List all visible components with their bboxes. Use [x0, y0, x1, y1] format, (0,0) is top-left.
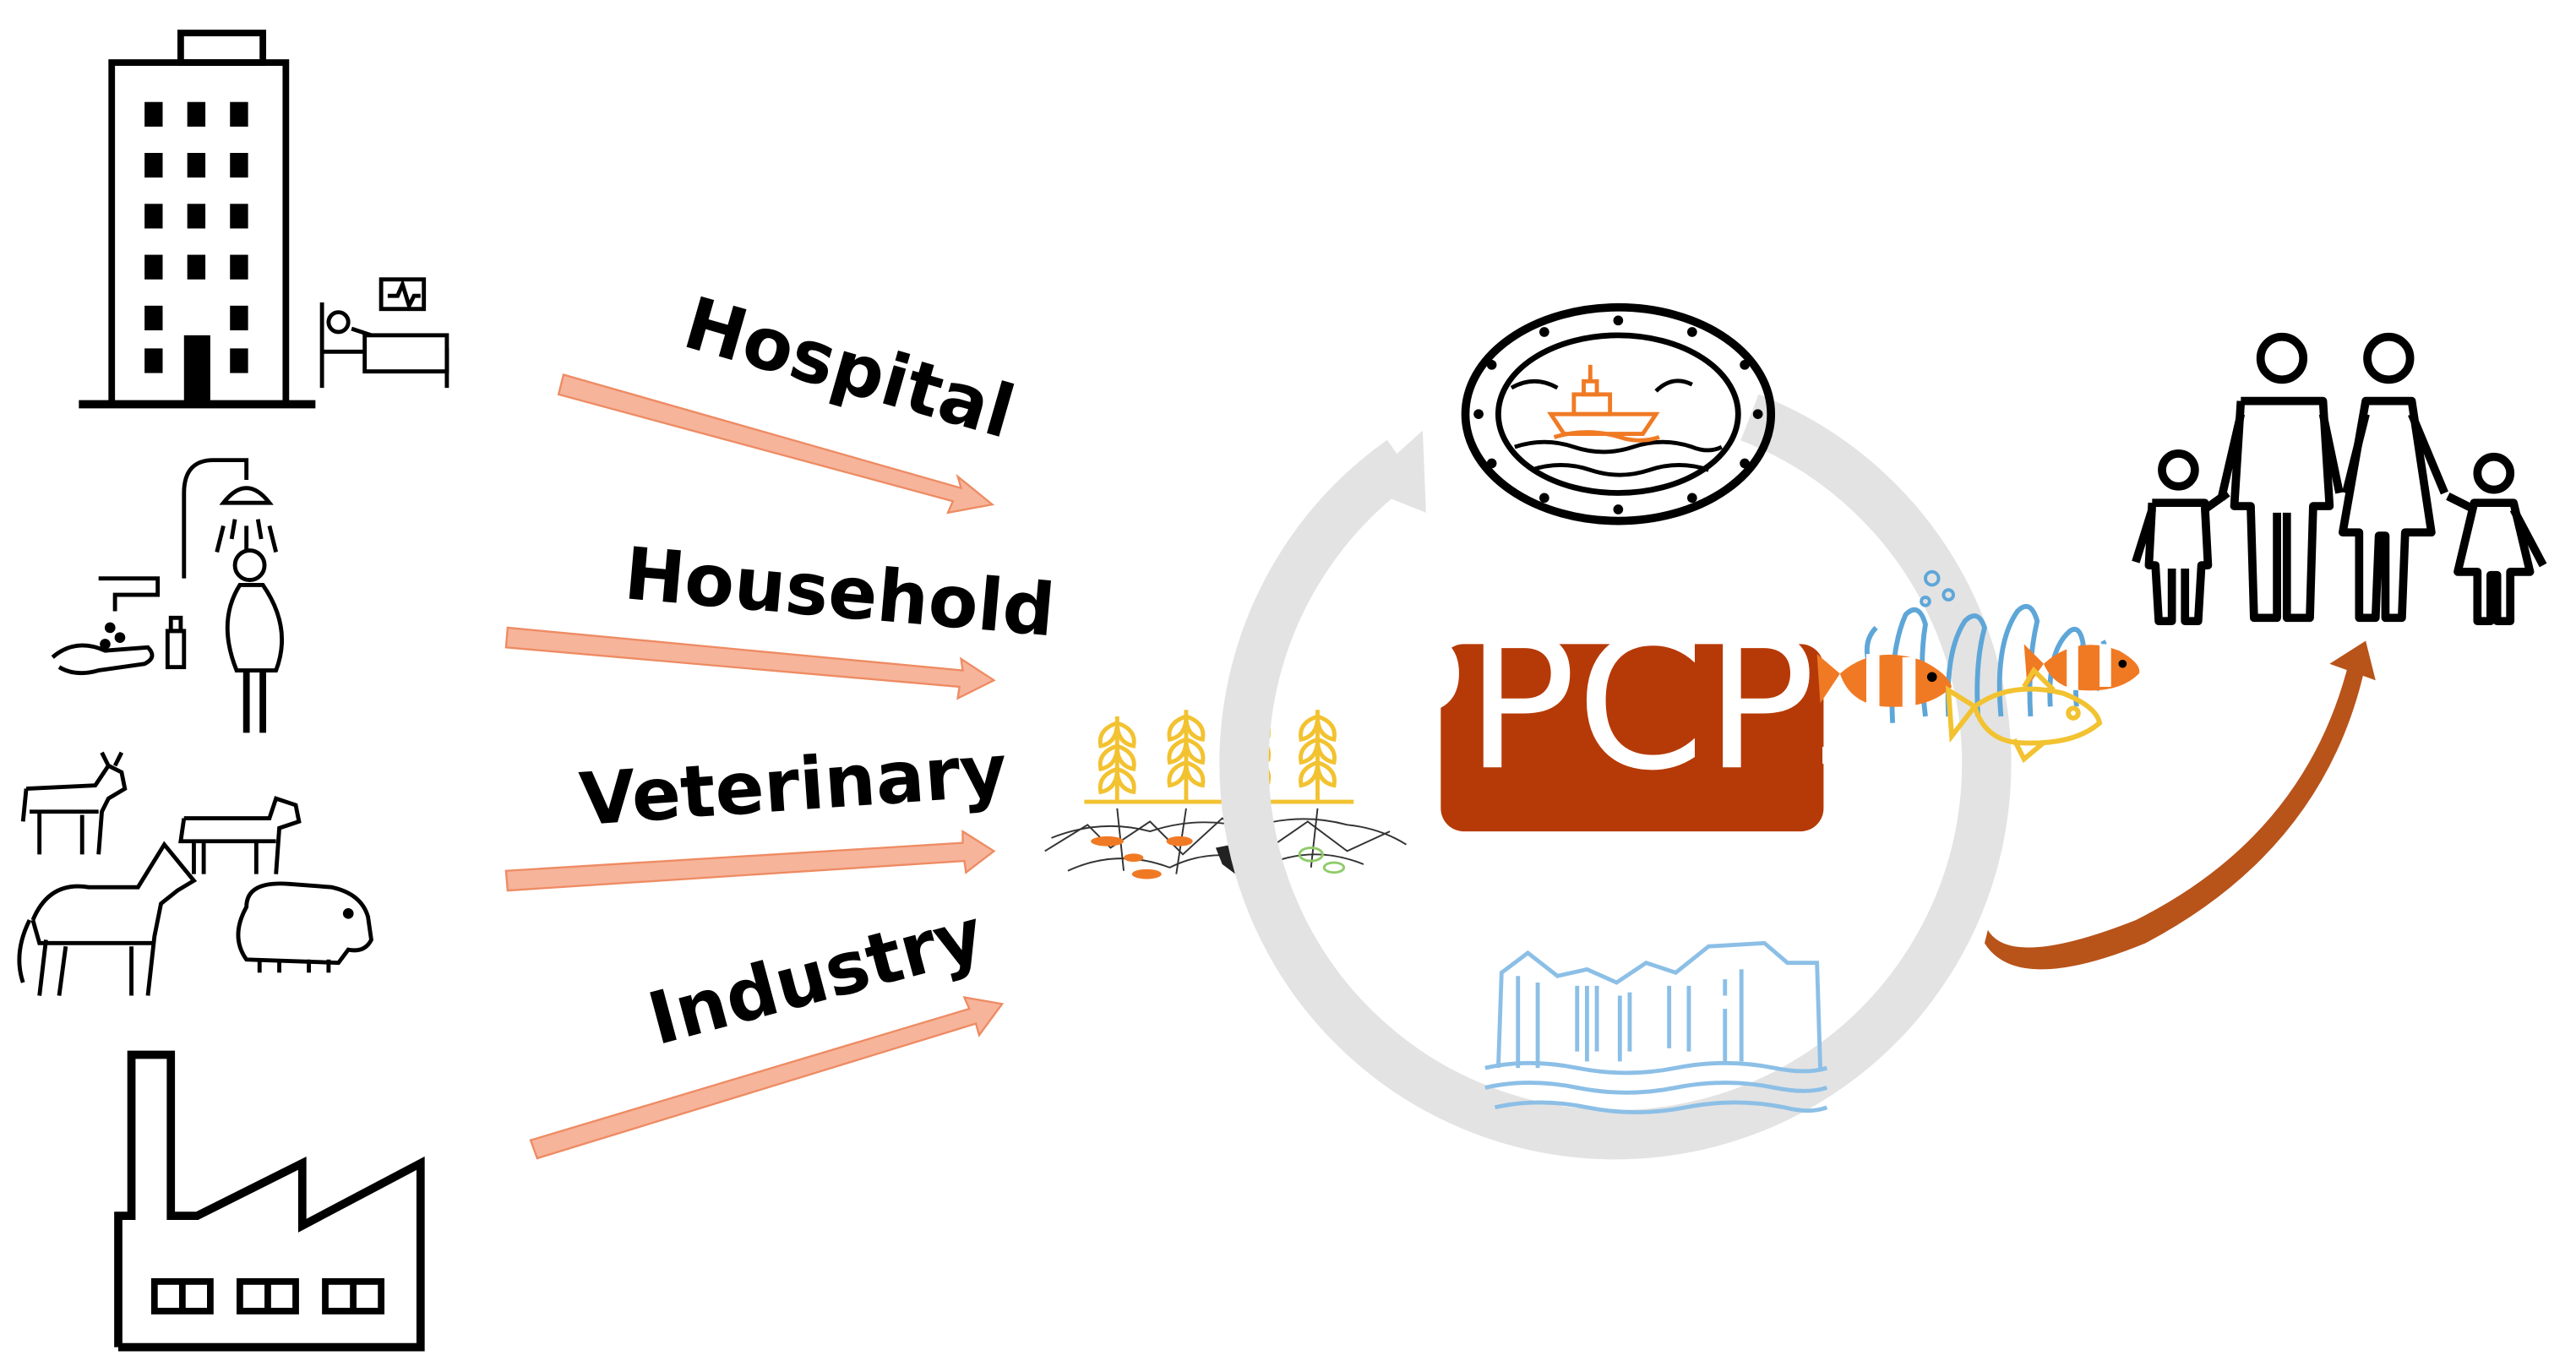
source-label-veterinary: Veterinary: [577, 729, 1010, 842]
exposure-arrow-to-humans: [1984, 640, 2376, 970]
aquatic-fish-coral-icon: [1816, 569, 2140, 764]
flow-arrow-household: [504, 626, 996, 700]
glacier-water-icon: [1484, 940, 1828, 1114]
ocean-porthole-ship-icon: [1461, 302, 1776, 525]
livestock-animals-icon: [17, 751, 373, 996]
flow-arrow-hospital: [557, 373, 995, 514]
hospital-building-icon: [79, 30, 449, 409]
source-label-industry: Industry: [640, 893, 992, 1062]
environmental-cycle-ring: [1219, 394, 2012, 1160]
flow-arrow-industry: [529, 995, 1005, 1160]
ppcps-label: PPCPs: [1354, 597, 1909, 811]
factory-icon: [114, 1050, 425, 1352]
flow-arrow-veterinary: [504, 829, 996, 892]
human-family-icon: [2132, 332, 2547, 626]
ppcps-center-box: PPCPs: [1354, 597, 1909, 832]
household-personal-care-icon: [51, 458, 285, 733]
source-label-household: Household: [621, 532, 1058, 653]
